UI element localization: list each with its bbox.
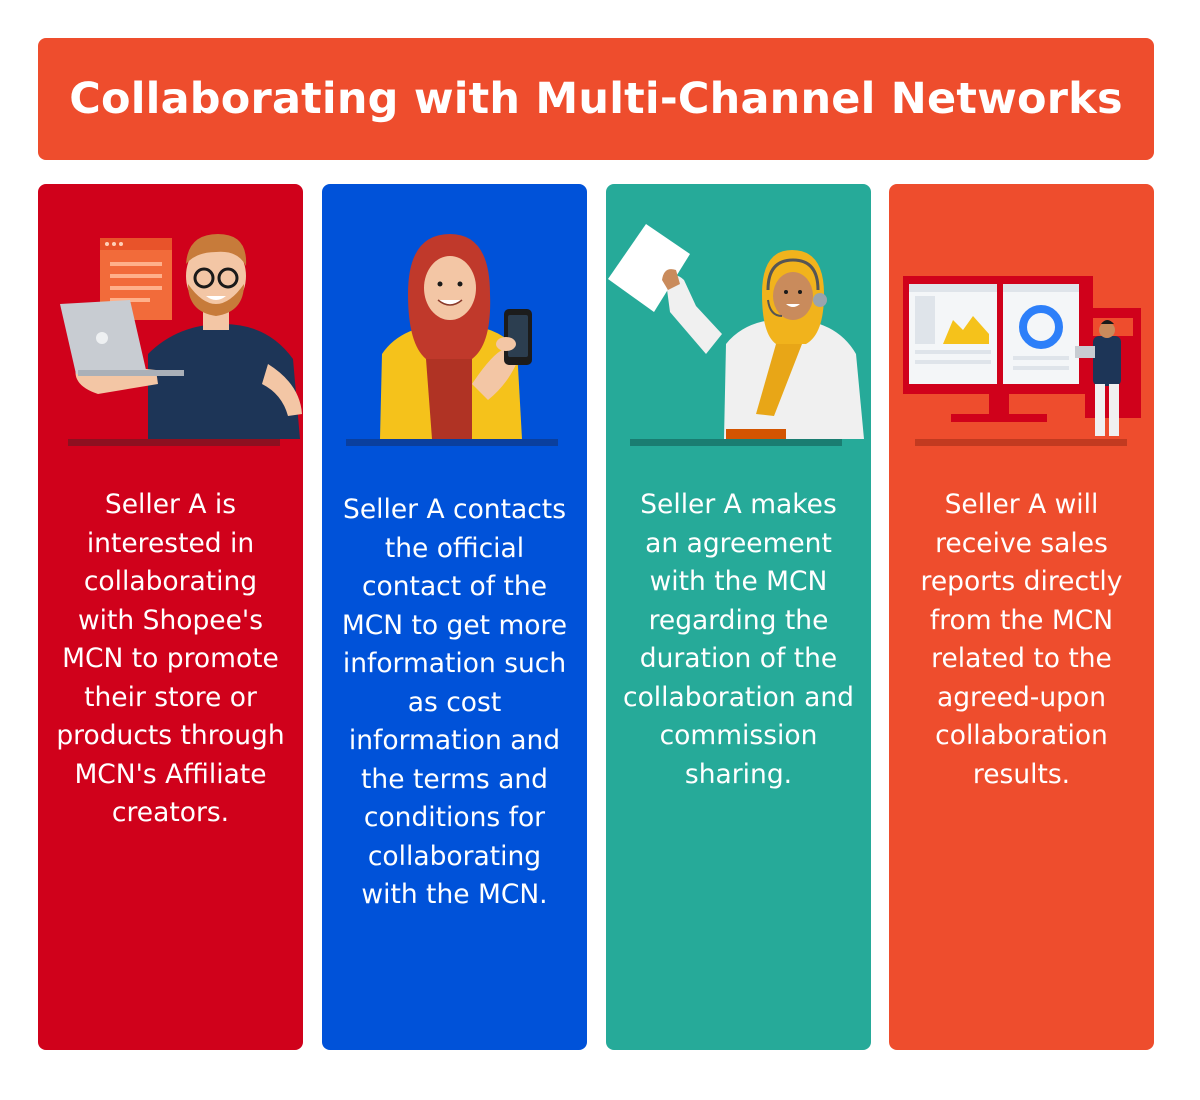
man-with-laptop-illustration [60,234,302,446]
woman-with-headset-illustration [608,224,864,446]
page-title: Collaborating with Multi-Channel Network… [69,74,1123,124]
title-banner: Collaborating with Multi-Channel Network… [38,38,1154,160]
step-1-text: Seller A is interested in collaborating … [56,489,285,828]
sales-dashboard-illustration [903,276,1141,446]
step-card-3: Seller A makes an agreement with the MCN… [606,184,871,1050]
step-card-4: Seller A will receive sales reports dire… [889,184,1154,1050]
step-card-2: Seller A contacts the official contact o… [322,184,587,1050]
step-card-1: Seller A is interested in collaborating … [38,184,303,1050]
step-2-text: Seller A contacts the official contact o… [341,494,568,910]
step-4-text: Seller A will receive sales reports dire… [920,489,1123,790]
woman-with-phone-illustration [346,234,558,446]
step-3-text: Seller A makes an agreement with the MCN… [623,489,854,790]
